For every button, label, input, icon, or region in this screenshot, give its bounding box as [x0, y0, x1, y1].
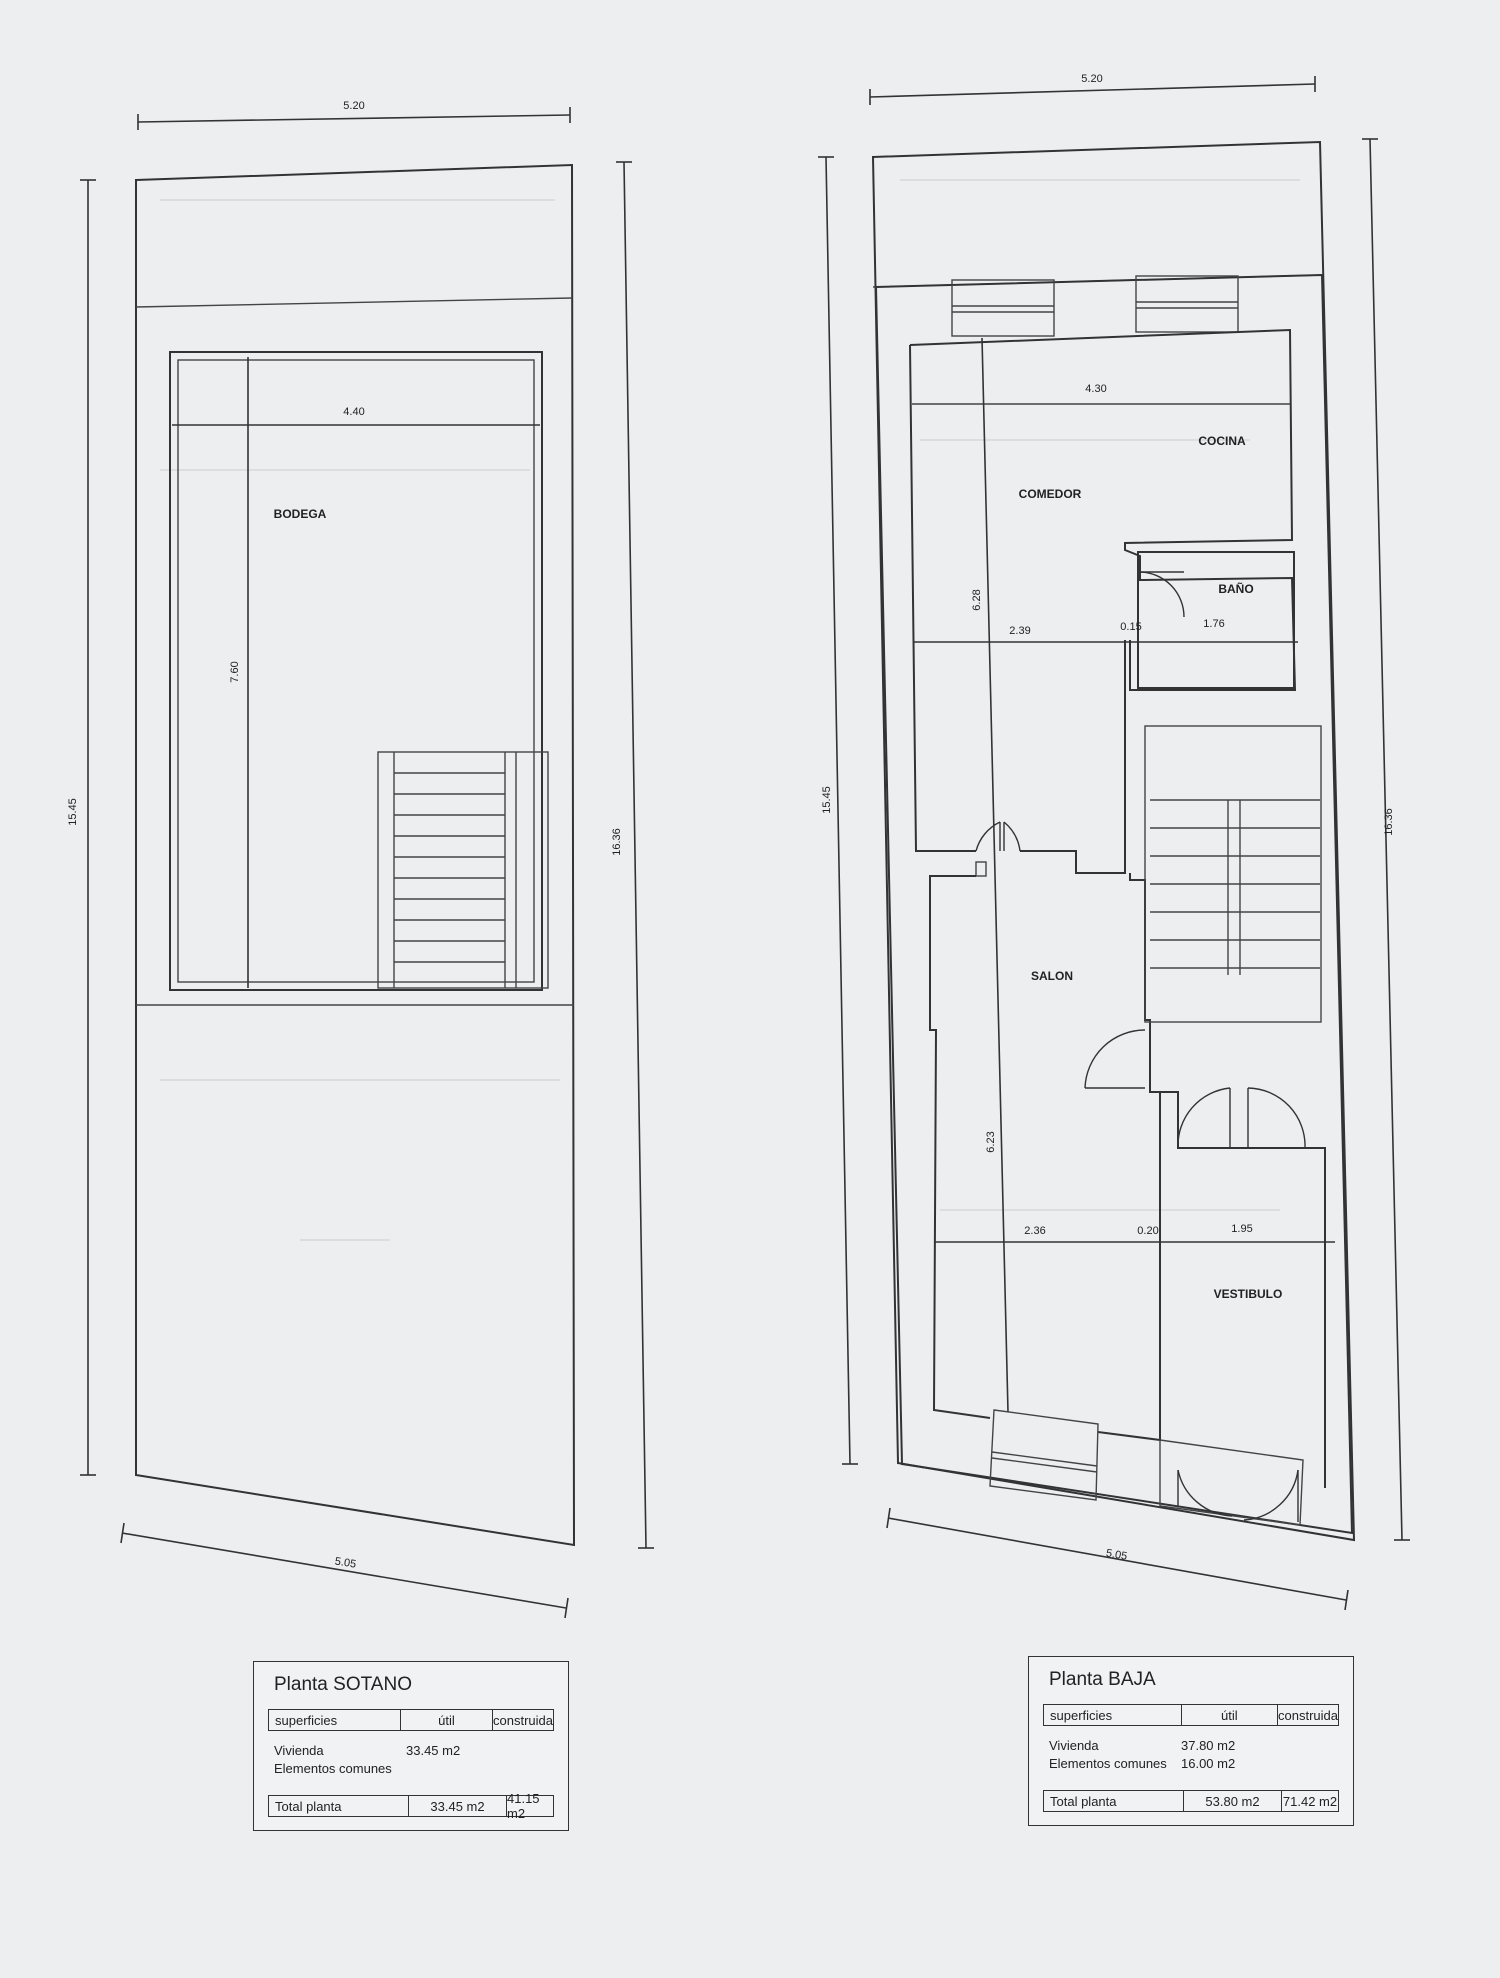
total-util: 33.45 m2 [409, 1796, 507, 1816]
room-bano-label: BAÑO [1218, 581, 1253, 596]
table-body: Vivienda 37.80 m2 Elementos comunes 16.0… [1049, 1737, 1339, 1777]
room-vestibulo-label: VESTIBULO [1214, 1287, 1283, 1301]
row-vivienda-label: Vivienda [1049, 1738, 1099, 1753]
upper-right-width-label: 1.76 [1203, 618, 1224, 630]
header-util: útil [1182, 1705, 1279, 1725]
sotano-dimension-lines [80, 107, 654, 1619]
upper-wall-width-label: 0.15 [1120, 621, 1141, 633]
sotano-bottom-width-label: 5.05 [334, 1555, 357, 1570]
upper-left-width-label: 2.39 [1009, 625, 1030, 637]
bodega-length-label: 7.60 [229, 661, 241, 682]
total-construida: 41.15 m2 [507, 1791, 540, 1821]
table-total-row: Total planta 53.80 m2 71.42 m2 [1043, 1790, 1339, 1812]
table-header-row: superficies útil construida [268, 1709, 554, 1731]
total-label: Total planta [269, 1796, 409, 1816]
sotano-staircase [377, 751, 549, 989]
vestibulo-double-door [1177, 1087, 1231, 1149]
row-comunes-util: 16.00 m2 [1181, 1756, 1236, 1771]
baja-dimension-lines [818, 76, 1410, 1611]
upper-length-label: 6.28 [971, 589, 983, 610]
baja-left-length-label: 15.45 [821, 786, 833, 814]
sotano-left-length-label: 15.45 [67, 798, 79, 826]
plan-baja: 5.20 5.05 15.45 16.36 4.30 6.28 2.39 0.1… [818, 73, 1410, 1611]
corridor-door [1084, 1029, 1146, 1089]
baja-right-length-label: 16.36 [1383, 808, 1395, 836]
lower-wall-width-label: 0.20 [1137, 1225, 1158, 1237]
row-vivienda-label: Vivienda [274, 1743, 324, 1758]
header-construida: construida [493, 1712, 553, 1728]
sotano-top-width-label: 5.20 [343, 100, 364, 112]
header-superficies: superficies [269, 1710, 401, 1730]
kitchen-width-label: 4.30 [1085, 383, 1106, 395]
baja-lot-outline [871, 140, 1356, 1542]
comedor-walls [909, 344, 976, 852]
background-ghost-lines [160, 179, 1300, 1241]
lower-left-width-label: 2.36 [1024, 1225, 1045, 1237]
row-vivienda-util: 37.80 m2 [1181, 1738, 1236, 1753]
plan-sotano: 5.20 5.05 15.45 16.36 4.40 7.60 BODEGA [67, 100, 654, 1619]
entrance-door [1159, 1439, 1304, 1526]
sotano-right-length-label: 16.36 [611, 828, 623, 856]
salon-double-door [975, 821, 1001, 852]
room-bodega-label: BODEGA [274, 507, 327, 521]
header-superficies: superficies [1044, 1705, 1182, 1725]
table-title: Planta BAJA [1049, 1669, 1156, 1690]
baja-inner-walls [909, 328, 1297, 691]
baja-bottom-width-label: 5.05 [1105, 1547, 1128, 1563]
header-construida: construida [1278, 1707, 1338, 1723]
table-body: Vivienda 33.45 m2 Elementos comunes [274, 1742, 554, 1782]
row-vivienda-util: 33.45 m2 [406, 1743, 461, 1758]
baja-surface-table: Planta BAJA superficies útil construida … [1028, 1656, 1354, 1826]
baja-exterior-walls [874, 273, 1354, 1535]
sotano-surface-table: Planta SOTANO superficies útil construid… [253, 1661, 569, 1831]
row-comunes-label: Elementos comunes [1049, 1756, 1167, 1771]
room-comedor-label: COMEDOR [1019, 487, 1082, 501]
bodega-outline [169, 351, 543, 991]
salon-walls [929, 875, 991, 1419]
row-comunes-label: Elementos comunes [274, 1761, 392, 1776]
bano-door [1139, 571, 1185, 618]
sotano-facade-line [135, 297, 573, 308]
lower-right-width-label: 1.95 [1231, 1223, 1252, 1235]
bodega-width-label: 4.40 [343, 406, 364, 418]
baja-bottom-window [989, 1409, 1099, 1501]
total-label: Total planta [1044, 1791, 1184, 1811]
header-util: útil [401, 1710, 494, 1730]
room-cocina-label: COCINA [1198, 434, 1246, 448]
baja-staircase [1144, 725, 1322, 1023]
room-salon-label: SALON [1031, 969, 1073, 983]
table-title: Planta SOTANO [274, 1674, 412, 1695]
lower-length-label: 6.23 [985, 1131, 997, 1152]
table-total-row: Total planta 33.45 m2 41.15 m2 [268, 1791, 554, 1821]
baja-top-windows [951, 275, 1239, 337]
bano-walls [1137, 551, 1295, 689]
table-header-row: superficies útil construida [1043, 1704, 1339, 1726]
baja-length-dimension [981, 337, 1009, 1413]
total-construida: 71.42 m2 [1282, 1793, 1338, 1809]
total-util: 53.80 m2 [1184, 1791, 1282, 1811]
baja-top-width-label: 5.20 [1081, 73, 1102, 85]
sotano-lot-outline [135, 163, 576, 1547]
